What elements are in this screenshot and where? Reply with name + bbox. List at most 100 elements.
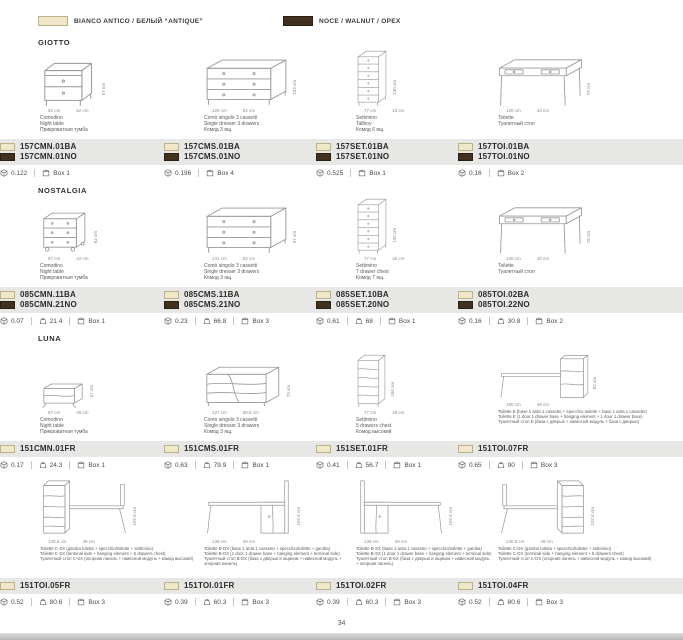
product-cell: 57 cm 61 cm 52 cm Comodino Night table П… <box>38 49 202 137</box>
width-dim: 139 cm <box>212 539 227 544</box>
box-stat: Box 1 <box>350 169 386 177</box>
product-description: Toilette B-DX (base 1 anta 1 cassetto + … <box>204 546 342 567</box>
width-dim: 61 cm <box>48 108 61 113</box>
product-code-ba: 085TOI.02BA <box>478 290 530 299</box>
volume-stat: 0.52 <box>458 598 482 606</box>
product-code-no: 085SET.20NO <box>336 300 390 309</box>
product-stats: 0.39 60.3 Box 3 <box>316 598 458 606</box>
noce-swatch <box>316 301 331 309</box>
product-description: Toilette Туалетный стол <box>498 115 535 128</box>
height-dim: 82 cm <box>592 376 597 389</box>
toilette-drawing <box>500 355 589 398</box>
product-cell: 107.6 cm 140.5 cm 49 cm Toilette C-DX (g… <box>496 476 661 576</box>
depth-dim: 49 cm <box>242 539 256 544</box>
width-dim: 120 cm <box>506 108 521 113</box>
volume-icon <box>164 598 172 606</box>
bianco-antico-swatch <box>0 143 15 151</box>
volume-stat: 0.39 <box>164 598 188 606</box>
depth-dim: 52 cm <box>242 108 256 113</box>
box-stat: Box 1 <box>379 317 416 325</box>
frassino-swatch <box>316 445 331 453</box>
codes-band: 085CMN.11BA 085CMN.21NO 085CMS.11BA 085C… <box>0 287 683 313</box>
depth-dim: 49 cm <box>82 539 95 544</box>
weight-stat: 60.3 <box>194 598 226 606</box>
product-codes: 157CMS.01BA 157CMS.01NO <box>164 142 316 162</box>
volume-stat: 0.65 <box>458 461 482 469</box>
depth-dim: 42 cm <box>76 256 89 261</box>
product-cell: 82 cm 190 cm 49 cm Toilette E (base 1 an… <box>496 345 661 439</box>
product-cell: 104 cm 77 cm 46 cm Settimino 5 drawers c… <box>354 353 496 439</box>
depth-dim: 49 cm <box>536 402 550 407</box>
product-code-ba: 157TOI.01BA <box>478 142 530 151</box>
height-dim: 78 cm <box>586 230 591 243</box>
product-cell: 107.6 cm 139 cm 49 cm Toilette B-DX (bas… <box>202 476 354 576</box>
product-stats: 0.41 56.7 Box 1 <box>316 461 458 469</box>
dresser-drawing <box>206 207 287 254</box>
frassino-swatch <box>316 582 331 590</box>
bianco-antico-swatch <box>164 143 179 151</box>
product-code-fr: 151TOI.04FR <box>478 581 529 590</box>
page-number: 34 <box>337 620 346 627</box>
height-dim: 107.6 cm <box>132 507 137 526</box>
product-code-fr: 151TOI.01FR <box>184 581 235 590</box>
width-dim: 190 cm <box>506 402 521 407</box>
volume-stat: 0.39 <box>316 598 340 606</box>
nightstand-drawing <box>42 383 83 409</box>
product-stats: 0.61 68 Box 1 <box>316 317 458 325</box>
product-stats: 0.23 66.8 Box 3 <box>164 317 316 325</box>
box-stat: Box 1 <box>69 317 105 325</box>
section-title-nostalgia: NOSTALGIA <box>38 186 88 195</box>
volume-stat: 0.52 <box>0 598 24 606</box>
noce-swatch <box>0 301 15 309</box>
product-cell: 103 cm 125 cm 52 cm Comò singolo 3 casse… <box>202 49 354 137</box>
bianco-antico-swatch <box>316 143 331 151</box>
finish-legend: BIANCO ANTICO / БЕЛЫЙ “ANTIQUE” NOCE / W… <box>0 0 683 30</box>
product-code-no: 157CMS.01NO <box>184 152 241 161</box>
bianco-antico-swatch <box>458 291 473 299</box>
box-stat: Box 3 <box>233 598 269 606</box>
product-cell: 130 cm 77 cm 45 cm Settimino 7 drawer ch… <box>354 197 496 285</box>
volume-icon <box>458 461 466 469</box>
box-icon <box>78 317 85 325</box>
width-dim: 131 cm <box>212 256 227 261</box>
product-stats: 0.39 60.3 Box 3 <box>164 598 316 606</box>
codes-band: 151TOI.05FR 151TOI.01FR 151TOI.02FR 151T… <box>0 578 683 594</box>
width-dim: 67 cm <box>48 410 61 415</box>
box-icon <box>78 598 85 606</box>
product-cell: 78 cm 120 cm 43 cm Toilette Туалетный ст… <box>496 197 661 285</box>
product-code-ba: 085CMS.11BA <box>184 290 240 299</box>
product-cell: 107.6 cm 139 cm 49 cm Toilette B-SX (bas… <box>354 476 496 576</box>
vanity-drawing <box>43 480 126 534</box>
depth-dim: 43 cm <box>536 108 550 113</box>
box-stat: Box 1 <box>385 461 421 469</box>
frassino-swatch <box>0 445 15 453</box>
vanity-drawing <box>207 480 289 534</box>
width-dim: 140.5 cm <box>506 539 525 544</box>
volume-icon <box>458 317 466 325</box>
legend-label-bianco: BIANCO ANTICO / БЕЛЫЙ “ANTIQUE” <box>74 17 203 25</box>
product-code-fr: 151TOI.02FR <box>336 581 387 590</box>
weight-stat: 66.8 <box>194 317 226 325</box>
product-stats: 0.17 24.3 Box 1 <box>0 461 164 469</box>
height-dim: 97 cm <box>292 230 297 243</box>
volume-icon <box>164 461 172 469</box>
dresser-drawing <box>206 366 280 407</box>
height-dim: 130 cm <box>392 228 397 243</box>
legend-label-noce: NOCE / WALNUT / ОРЕХ <box>319 17 401 25</box>
dresser-drawing <box>206 59 287 106</box>
weight-icon <box>39 599 46 605</box>
volume-icon <box>316 169 324 177</box>
product-stats: 0.63 79.9 Box 1 <box>164 461 316 469</box>
product-description: Comò singolo 3 cassetti Single dresser 3… <box>204 263 260 282</box>
vanity-drawing <box>501 480 584 534</box>
finish-swatches <box>0 291 15 309</box>
volume-stat: 0.23 <box>164 317 188 325</box>
product-code-fr: 151CMN.01FR <box>20 444 76 453</box>
box-stat: Box 3 <box>69 598 105 606</box>
product-description: Toilette C-DX (gamba toletta + specchio/… <box>498 546 652 562</box>
bianco-antico-swatch <box>458 143 473 151</box>
volume-icon <box>0 317 8 325</box>
depth-dim: 43 cm <box>536 256 550 261</box>
depth-dim: 49 cm <box>394 539 408 544</box>
product-codes: 085TOI.02BA 085TOI.22NO <box>458 290 623 310</box>
